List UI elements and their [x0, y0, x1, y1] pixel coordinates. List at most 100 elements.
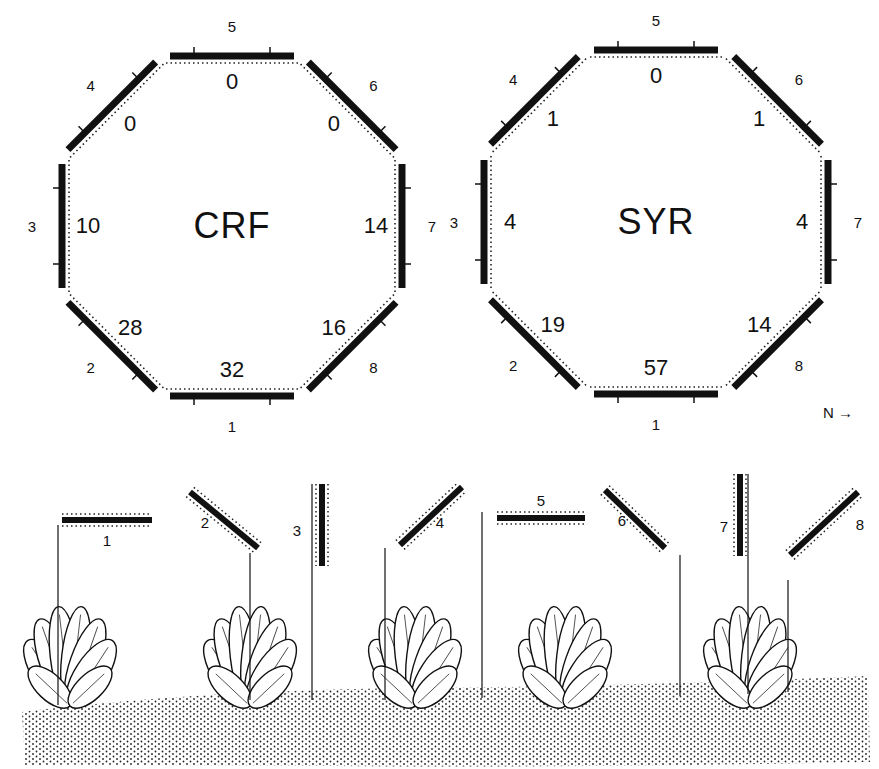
panel-post: [384, 548, 385, 700]
count-value: 1: [753, 108, 765, 130]
panel-number: 2: [86, 360, 94, 375]
panel-tick: [693, 394, 695, 403]
plot-name: CRF: [194, 208, 271, 244]
panel-number: 7: [720, 519, 728, 534]
panel-number: 8: [369, 360, 377, 375]
panel-number: 2: [201, 515, 209, 530]
panel-post: [311, 484, 312, 700]
panel-tick: [379, 319, 385, 325]
panel-dots: [166, 388, 298, 390]
panel-number: 1: [103, 533, 111, 548]
panel-tick: [751, 370, 757, 376]
panel-number: 8: [795, 357, 803, 372]
count-value: 16: [322, 317, 346, 339]
panel-number: 1: [228, 419, 236, 434]
panel-tick: [475, 183, 484, 185]
panel-tick: [617, 41, 619, 50]
panel-dots: [194, 487, 262, 543]
panel-number: 5: [652, 13, 660, 28]
panel-tick: [193, 396, 195, 405]
panel-tick: [804, 317, 810, 323]
panel-tick: [193, 47, 195, 56]
shade-panel: [400, 487, 462, 545]
shade-panel: [594, 391, 718, 398]
count-value: 0: [226, 71, 238, 93]
count-value: 4: [796, 211, 808, 233]
panel-dots: [62, 525, 152, 527]
panel-dots: [497, 511, 585, 513]
panel-dots: [301, 64, 394, 157]
panel-dots: [186, 497, 254, 553]
count-value: 0: [328, 113, 340, 135]
panel-number: 2: [509, 357, 517, 372]
panel-tick: [501, 317, 507, 323]
panel-tick: [79, 319, 85, 325]
plant-leaf: [61, 659, 119, 716]
panel-tick: [751, 67, 757, 73]
panel-tick: [828, 259, 837, 261]
panel-dots: [590, 386, 722, 388]
panel-tick: [379, 126, 385, 132]
panel-dots: [726, 292, 819, 385]
shade-panel: [481, 160, 488, 284]
panel-post: [679, 555, 680, 696]
panel-tick: [53, 187, 62, 189]
panel-number: 6: [369, 77, 377, 92]
panel-dots: [396, 483, 458, 541]
shade-panel: [68, 302, 156, 390]
shade-panel: [62, 517, 152, 523]
panel-dots: [733, 474, 735, 556]
shade-panel: [825, 160, 832, 284]
panel-number: 3: [293, 523, 301, 538]
shade-panel: [190, 492, 258, 548]
count-value: 10: [76, 215, 100, 237]
panel-post: [249, 553, 250, 700]
north-arrow: N →: [823, 405, 853, 420]
panel-tick: [325, 373, 331, 379]
panel-tick: [555, 370, 561, 376]
plot-octagon: SYR: [617, 204, 694, 240]
shade-panel: [491, 57, 579, 145]
count-value: 0: [650, 65, 662, 87]
panel-dots: [590, 56, 722, 58]
panel-tick: [269, 47, 271, 56]
panel-number: 4: [86, 77, 94, 92]
panel-tick: [132, 373, 138, 379]
panel-dots: [70, 295, 163, 388]
panel-post: [481, 512, 482, 698]
panel-tick: [269, 396, 271, 405]
panel-number: 4: [509, 72, 517, 87]
panel-number: 5: [228, 19, 236, 34]
panel-dots: [497, 523, 585, 525]
panel-tick: [828, 183, 837, 185]
shade-panel: [594, 47, 718, 54]
panel-tick: [53, 263, 62, 265]
leaf-vein: [418, 674, 449, 703]
shade-panel: [734, 300, 822, 388]
panel-dots: [493, 59, 586, 152]
leaf-vein: [253, 674, 284, 703]
panel-dots: [601, 494, 661, 552]
shade-panel: [59, 164, 66, 288]
panel-dots: [70, 64, 163, 157]
panel-number: 8: [856, 517, 864, 532]
shade-panel: [497, 515, 585, 521]
panel-tick: [132, 73, 138, 79]
panel-dots: [609, 486, 669, 544]
panel-dots: [794, 496, 862, 559]
panel-dots: [315, 484, 317, 566]
count-value: 14: [747, 314, 771, 336]
plant-leaf: [741, 659, 799, 716]
panel-tick: [804, 121, 810, 127]
panel-dots: [493, 292, 586, 385]
panel-number: 6: [618, 513, 626, 528]
panel-number: 7: [854, 215, 862, 230]
panel-tick: [617, 394, 619, 403]
panel-tick: [693, 41, 695, 50]
panel-tick: [475, 259, 484, 261]
plot-name: SYR: [617, 204, 694, 240]
panel-dots: [745, 474, 747, 556]
shade-panel: [491, 300, 579, 388]
leaf-vein: [73, 674, 104, 703]
panel-tick: [79, 126, 85, 132]
